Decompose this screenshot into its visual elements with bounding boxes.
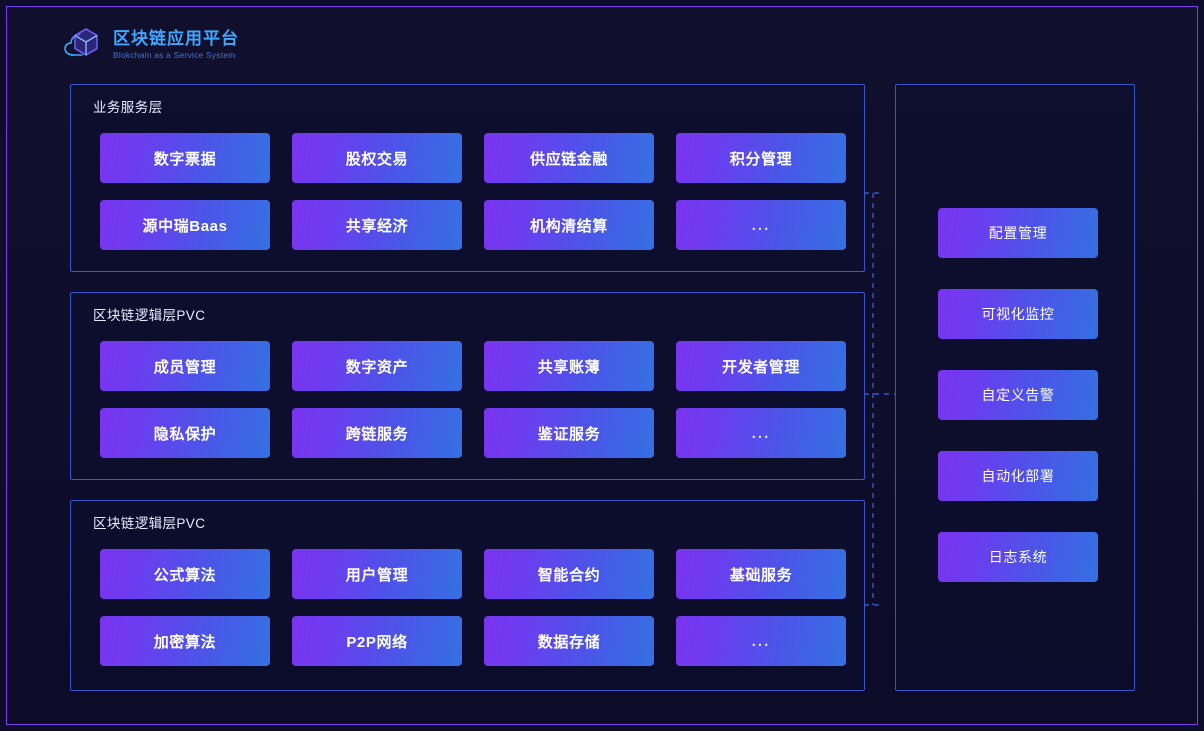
layer-tile-grid: 数字票据 股权交易 供应链金融 积分管理 源中瑞Baas 共享经济 机构清结算 … bbox=[100, 133, 850, 250]
brand-title: 区块链应用平台 bbox=[113, 29, 239, 48]
service-tile[interactable]: 加密算法 bbox=[100, 616, 270, 666]
service-tile[interactable]: 供应链金融 bbox=[484, 133, 654, 183]
service-tile[interactable]: 数据存储 bbox=[484, 616, 654, 666]
service-tile[interactable]: 共享经济 bbox=[292, 200, 462, 250]
cube-cloud-logo-icon bbox=[62, 25, 104, 65]
service-tile[interactable]: 数字资产 bbox=[292, 341, 462, 391]
service-tile[interactable]: 跨链服务 bbox=[292, 408, 462, 458]
service-tile[interactable]: 鉴证服务 bbox=[484, 408, 654, 458]
layer-panel-blockchain-logic-lower: 区块链逻辑层PVC 公式算法 用户管理 智能合约 基础服务 加密算法 P2P网络… bbox=[70, 500, 865, 691]
layer-tile-grid: 成员管理 数字资产 共享账薄 开发者管理 隐私保护 跨链服务 鉴证服务 ... bbox=[100, 341, 850, 458]
service-tile[interactable]: 数字票据 bbox=[100, 133, 270, 183]
layer-panel-blockchain-logic-upper: 区块链逻辑层PVC 成员管理 数字资产 共享账薄 开发者管理 隐私保护 跨链服务… bbox=[70, 292, 865, 480]
service-tile[interactable]: 机构清结算 bbox=[484, 200, 654, 250]
service-tile-more[interactable]: ... bbox=[676, 200, 846, 250]
service-tile[interactable]: 基础服务 bbox=[676, 549, 846, 599]
service-tile[interactable]: 共享账薄 bbox=[484, 341, 654, 391]
layer-tile-grid: 公式算法 用户管理 智能合约 基础服务 加密算法 P2P网络 数据存储 ... bbox=[100, 549, 850, 666]
layer-title: 区块链逻辑层PVC bbox=[93, 308, 206, 323]
service-tile[interactable]: 开发者管理 bbox=[676, 341, 846, 391]
service-tile[interactable]: 隐私保护 bbox=[100, 408, 270, 458]
ops-tile[interactable]: 自定义告警 bbox=[938, 370, 1098, 420]
ops-tile[interactable]: 自动化部署 bbox=[938, 451, 1098, 501]
service-tile[interactable]: 源中瑞Baas bbox=[100, 200, 270, 250]
brand-text: 区块链应用平台 Blokchain as a Service System bbox=[113, 29, 239, 61]
ops-tile-list: 配置管理 可视化监控 自定义告警 自动化部署 日志系统 bbox=[938, 208, 1098, 582]
ops-tile[interactable]: 日志系统 bbox=[938, 532, 1098, 582]
service-tile[interactable]: 用户管理 bbox=[292, 549, 462, 599]
service-tile-more[interactable]: ... bbox=[676, 616, 846, 666]
layer-title: 区块链逻辑层PVC bbox=[93, 516, 206, 531]
ops-tile[interactable]: 配置管理 bbox=[938, 208, 1098, 258]
service-tile[interactable]: 股权交易 bbox=[292, 133, 462, 183]
brand-logo: 区块链应用平台 Blokchain as a Service System bbox=[62, 22, 312, 68]
layer-title: 业务服务层 bbox=[93, 100, 163, 115]
service-tile[interactable]: 积分管理 bbox=[676, 133, 846, 183]
ops-panel: 配置管理 可视化监控 自定义告警 自动化部署 日志系统 bbox=[895, 84, 1135, 691]
service-tile[interactable]: P2P网络 bbox=[292, 616, 462, 666]
ops-tile[interactable]: 可视化监控 bbox=[938, 289, 1098, 339]
brand-subtitle: Blokchain as a Service System bbox=[113, 50, 236, 60]
layer-panel-business-service: 业务服务层 数字票据 股权交易 供应链金融 积分管理 源中瑞Baas 共享经济 … bbox=[70, 84, 865, 272]
service-tile-more[interactable]: ... bbox=[676, 408, 846, 458]
service-tile[interactable]: 成员管理 bbox=[100, 341, 270, 391]
service-tile[interactable]: 智能合约 bbox=[484, 549, 654, 599]
service-tile[interactable]: 公式算法 bbox=[100, 549, 270, 599]
